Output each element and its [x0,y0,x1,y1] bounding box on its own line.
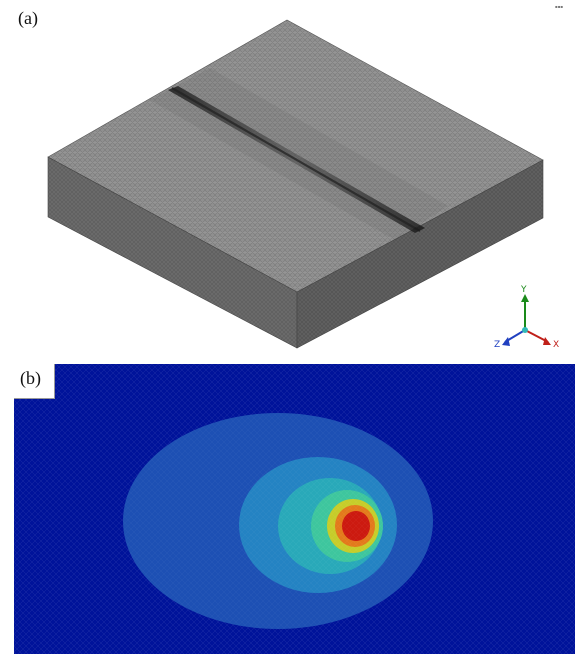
axis-y-label: Y [520,285,527,295]
mesh-block-figure: Y X Z [47,19,559,350]
axis-z-label: Z [494,340,500,350]
contour-plot [14,364,575,654]
axis-triad-icon: Y X Z [494,285,559,350]
panel-b-label-box: (b) [14,364,55,399]
axis-x-label: X [553,340,559,350]
panel-b-contour-view: (b) [14,364,575,654]
logo-mark: ▪▪▪ [554,4,563,9]
block-side-face [296,159,544,349]
panel-a-mesh-view: (a) ▪▪▪ [18,4,563,350]
panel-a-label: (a) [18,8,38,28]
panel-b-label: (b) [20,368,41,388]
